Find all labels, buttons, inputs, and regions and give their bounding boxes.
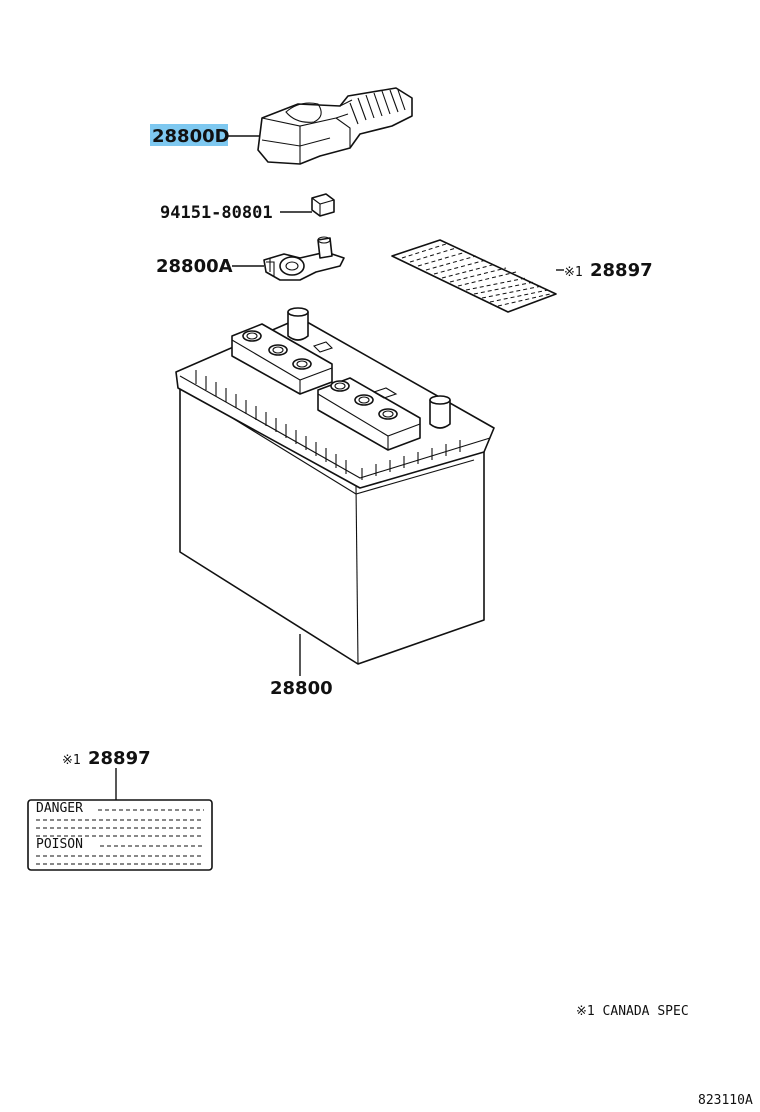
spec-mark-bottom: ※1 [62,753,81,768]
highlight-box [150,124,228,146]
callout-battery[interactable]: 28800 [270,678,333,699]
figure-id: 823110A [698,1093,753,1108]
callout-terminal-cover[interactable]: 28800D [152,126,230,147]
terminal-clamp-part[interactable] [263,236,345,281]
caution-label-plate-top[interactable] [391,239,557,313]
poison-text: POISON [36,837,83,852]
footnote-canada-spec: ※1 CANADA SPEC [576,1004,689,1019]
spec-mark-top: ※1 [564,265,583,280]
callout-plate-top[interactable]: 28897 [590,260,653,281]
callout-terminal-clamp[interactable]: 28800A [156,256,233,277]
callout-plate-bottom[interactable]: 28897 [88,748,151,769]
terminal-cover-part[interactable] [257,87,413,165]
battery-part[interactable] [175,307,495,665]
nut-part[interactable] [311,193,335,217]
callout-nut[interactable]: 94151-80801 [160,203,273,223]
danger-text: DANGER [36,801,83,816]
caution-label-plate-bottom[interactable] [27,799,213,871]
